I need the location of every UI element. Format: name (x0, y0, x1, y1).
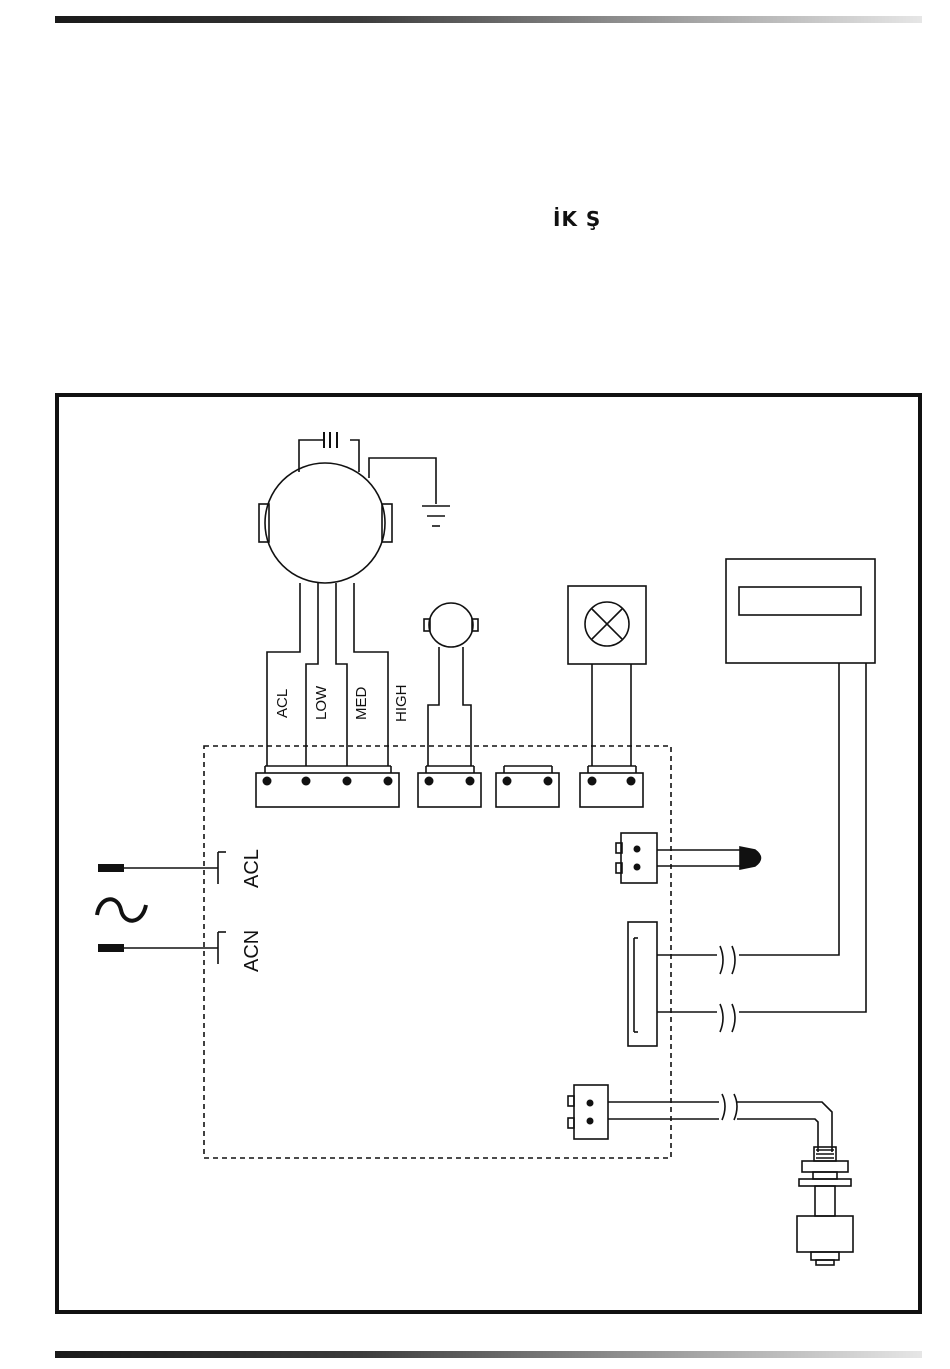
temperature-sensor (616, 833, 761, 883)
lamp-indicator (568, 586, 646, 766)
pin (587, 1118, 594, 1125)
pin (634, 846, 641, 853)
float-switch (608, 1094, 853, 1265)
swing-terminal-block (418, 766, 481, 807)
pin (503, 777, 512, 786)
label-acl-tap: ACL (274, 689, 291, 718)
label-acn-input: ACN (241, 930, 263, 972)
pin (587, 1100, 594, 1107)
pin (302, 777, 311, 786)
pin (634, 864, 641, 871)
power-input (124, 852, 226, 964)
ac-sine-icon (97, 899, 146, 920)
lamp-terminal-block (580, 766, 643, 807)
label-low-tap: LOW (313, 685, 330, 720)
pin (544, 777, 553, 786)
fan-motor (259, 432, 450, 583)
float-switch-connector (568, 1085, 608, 1139)
pin (343, 777, 352, 786)
motor-terminal-block (256, 766, 399, 807)
label-acl-input: ACL (241, 849, 263, 888)
label-med-tap: MED (353, 687, 370, 721)
swing-motor (424, 603, 478, 766)
label-high-tap: HIGH (393, 685, 410, 723)
line-plug (98, 864, 124, 872)
pin (384, 777, 393, 786)
pin (466, 777, 475, 786)
pin (627, 777, 636, 786)
pin (263, 777, 272, 786)
pin (425, 777, 434, 786)
diagram-border (57, 395, 920, 1312)
bottom-rule (55, 1351, 922, 1358)
neutral-plug (98, 944, 124, 952)
spare-terminal-block (496, 766, 559, 807)
display-panel (657, 559, 875, 1032)
display-connector (628, 922, 657, 1046)
motor-wires (267, 583, 388, 766)
pin (588, 777, 597, 786)
